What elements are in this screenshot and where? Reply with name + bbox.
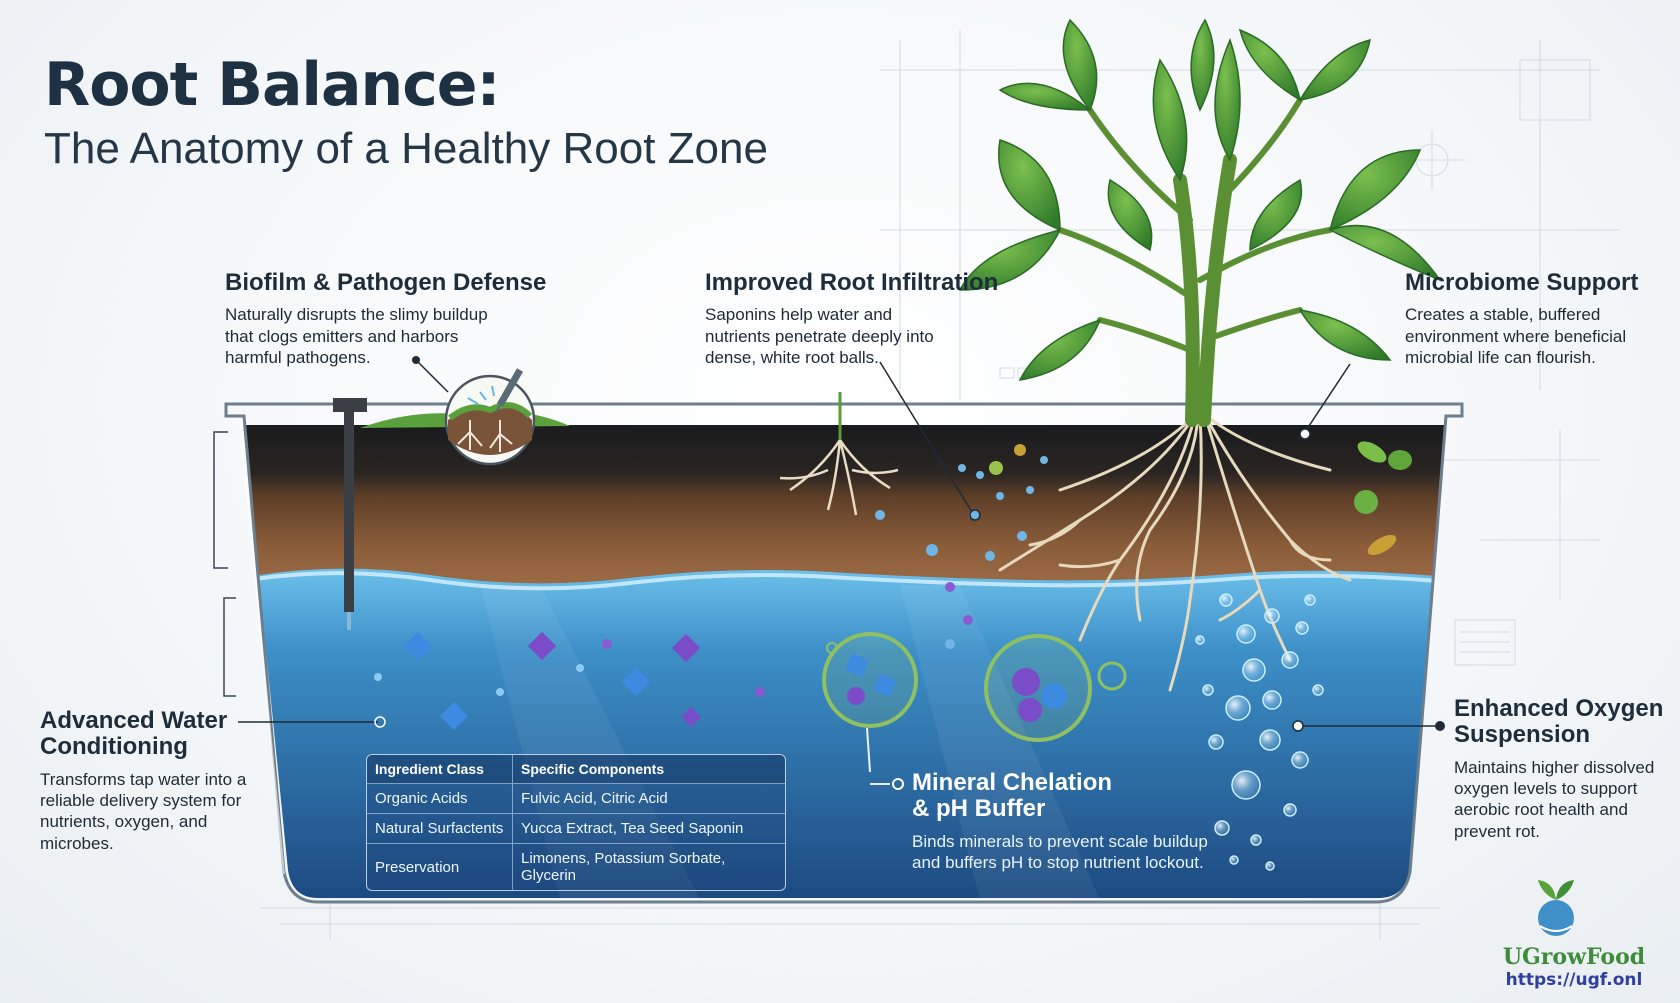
page-title: Root Balance: xyxy=(44,50,500,120)
emitter-stake-icon xyxy=(333,398,367,630)
brand-url-link[interactable]: https://ugf.onl xyxy=(1505,970,1643,990)
title-block: Root Balance: The Anatomy of a Healthy R… xyxy=(44,50,768,174)
callout-title: Improved Root Infiltration xyxy=(705,269,999,296)
callout-body: Naturally disrupts the slimy buildup tha… xyxy=(225,305,488,367)
plant-root-system xyxy=(998,413,1352,692)
plant-branches xyxy=(1057,97,1333,353)
ingredient-table: Ingredient Class Specific Components Org… xyxy=(366,754,786,891)
callout-body: Saponins help water and nutrients penetr… xyxy=(705,305,934,367)
table-row: Organic Acids Fulvic Acid, Citric Acid xyxy=(367,784,785,814)
table-cell: Limonens, Potassium Sorbate, Glycerin xyxy=(521,850,726,884)
callout-biofilm: Biofilm & Pathogen Defense Naturally dis… xyxy=(225,269,565,368)
callout-mineral-chelation: Mineral Chelation & pH Buffer Binds mine… xyxy=(912,769,1272,873)
callout-body: Transforms tap water into a reliable del… xyxy=(40,769,247,853)
chelation-orbs xyxy=(822,632,1127,742)
table-row: Natural Surfactents Yucca Extract, Tea S… xyxy=(367,814,785,844)
callout-body: Binds minerals to prevent scale buildup … xyxy=(912,831,1208,873)
callout-title: Enhanced Oxygen Suspension xyxy=(1454,695,1664,749)
callout-title: Mineral Chelation & pH Buffer xyxy=(912,769,1113,823)
callout-title: Biofilm & Pathogen Defense xyxy=(225,269,547,296)
biofilm-magnifier-icon xyxy=(444,368,536,466)
page-subtitle: The Anatomy of a Healthy Root Zone xyxy=(44,124,768,173)
brand-name: UGrowFood xyxy=(1502,944,1646,970)
nutrient-droplets xyxy=(875,456,1048,561)
mineral-cubes xyxy=(374,582,973,731)
table-header-cell: Ingredient Class xyxy=(367,755,513,784)
callout-body: Creates a stable, buffered environment w… xyxy=(1405,305,1627,367)
callout-title: Advanced Water Conditioning xyxy=(40,707,228,761)
table-row: Preservation Limonens, Potassium Sorbate… xyxy=(367,844,785,890)
microbe-icons xyxy=(989,441,1412,556)
leaf-drop-logo-icon xyxy=(1538,880,1574,936)
callout-microbiome: Microbiome Support Creates a stable, buf… xyxy=(1405,269,1675,368)
table-cell: Preservation xyxy=(367,844,513,890)
callout-title: Microbiome Support xyxy=(1405,269,1639,296)
callout-infiltration: Improved Root Infiltration Saponins help… xyxy=(705,269,1025,368)
table-cell: Natural Surfactents xyxy=(367,814,513,844)
layer-brackets xyxy=(213,431,236,697)
oxygen-bubbles xyxy=(1195,593,1324,871)
table-cell: Organic Acids xyxy=(367,784,513,814)
callout-body: Maintains higher dissolved oxygen levels… xyxy=(1454,757,1655,841)
table-header-row: Ingredient Class Specific Components xyxy=(367,755,785,784)
brand-block: UGrowFood https://ugf.onl xyxy=(1494,896,1654,990)
table-cell: Fulvic Acid, Citric Acid xyxy=(513,784,785,814)
table-cell: Yucca Extract, Tea Seed Saponin xyxy=(513,814,785,844)
callout-water-conditioning: Advanced Water Conditioning Transforms t… xyxy=(40,707,280,854)
table-header-cell: Specific Components xyxy=(513,755,785,784)
callout-oxygen: Enhanced Oxygen Suspension Maintains hig… xyxy=(1454,695,1674,842)
plant-leaves xyxy=(958,18,1443,381)
tank-outline xyxy=(224,402,1464,904)
